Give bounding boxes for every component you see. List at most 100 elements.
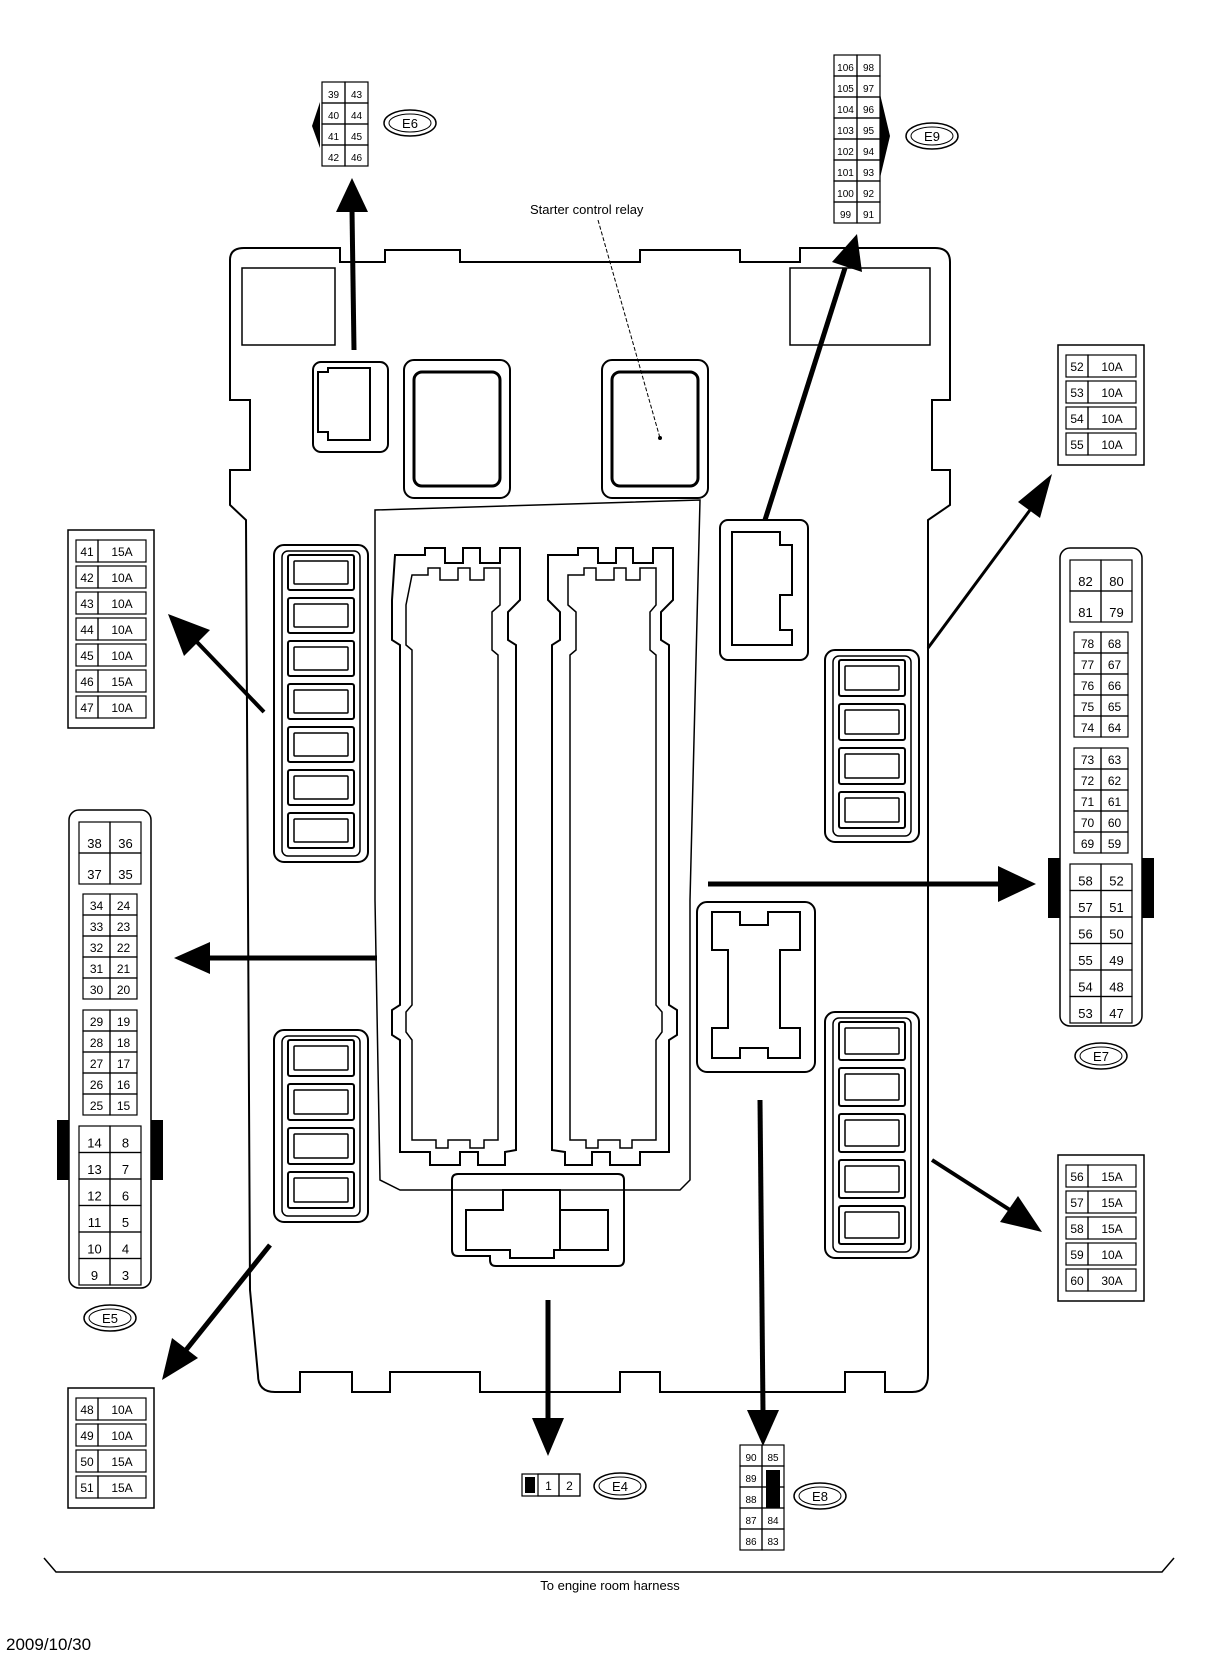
- fuse-rating: 10A: [111, 623, 132, 637]
- fuse-slot: [838, 1067, 906, 1107]
- fuse-block-body: [229, 247, 951, 1393]
- connector-pin: 97: [856, 75, 881, 98]
- connector-id-oval: [905, 122, 959, 150]
- pin-number: 77: [1081, 658, 1095, 672]
- pin-number: 73: [1081, 753, 1095, 767]
- connector-pin: 6: [109, 1178, 142, 1207]
- connector-pin: 99: [833, 201, 858, 224]
- pin-number: 65: [1108, 700, 1122, 714]
- connector-pin: 48: [1100, 969, 1133, 998]
- pin-number: 99: [840, 210, 852, 221]
- fuse-rating: 10A: [111, 571, 132, 585]
- connector-pin: 88: [739, 1486, 763, 1509]
- arrow-to-right-top-table: [926, 474, 1052, 649]
- connector-id: E7: [1093, 1049, 1109, 1064]
- fuse-rating: 10A: [111, 649, 132, 663]
- connector-pin: 82: [1069, 559, 1102, 592]
- pin-number: 22: [117, 941, 131, 955]
- connector-pin: 67: [1100, 652, 1129, 675]
- connector-pin: 3: [109, 1257, 142, 1286]
- pin-number: 23: [117, 920, 131, 934]
- fuse-number: 51: [80, 1481, 94, 1495]
- fuse-number: 42: [80, 571, 94, 585]
- connector-latch-right: [151, 1120, 163, 1180]
- connector-pin: 74: [1073, 715, 1102, 738]
- arrow-to-e9: [762, 234, 862, 521]
- fuse-slot: [838, 747, 906, 785]
- arrow-to-e4: [532, 1300, 564, 1456]
- connector-pin: 106: [833, 54, 858, 77]
- pin-number: 42: [328, 153, 340, 164]
- fuse-slot: [287, 1127, 355, 1165]
- pin-number: 10: [87, 1242, 101, 1257]
- engine-room-harness-bracket: [43, 1557, 1175, 1573]
- pin-number: 98: [863, 63, 875, 74]
- pin-number: 38: [87, 836, 101, 851]
- connector-pin: 57: [1069, 889, 1102, 918]
- pin-number: 9: [91, 1268, 98, 1283]
- fuse-rating: 10A: [1101, 412, 1122, 426]
- connector-pin: 37: [78, 852, 111, 885]
- fuse-number: 55: [1070, 438, 1084, 452]
- connector-pin: 11: [78, 1204, 111, 1233]
- connector-pin: 30: [82, 977, 111, 1000]
- pin-number: 68: [1108, 637, 1122, 651]
- connector-pin: 77: [1073, 652, 1102, 675]
- pin-number: 11: [88, 1215, 102, 1230]
- pin-number: 86: [745, 1537, 757, 1548]
- pin-number: 62: [1108, 774, 1122, 788]
- pin-number: 48: [1109, 980, 1123, 995]
- connector-pin: 101: [833, 159, 858, 182]
- pin-number: 8: [122, 1136, 129, 1151]
- pin-number: 58: [1078, 874, 1092, 889]
- pin-number: 78: [1081, 637, 1095, 651]
- connector-id-oval: [83, 1304, 137, 1332]
- connector-pin: 58: [1069, 863, 1102, 892]
- connector-pin: 29: [82, 1009, 111, 1032]
- connector-pin: 85: [761, 1444, 785, 1467]
- pin-number: 66: [1108, 679, 1122, 693]
- starter-label-leader-dot: [658, 436, 662, 440]
- connector-housing: [1059, 547, 1143, 1027]
- relay-slot-left: [403, 359, 511, 499]
- fuse-slot: [287, 726, 355, 763]
- fuse-rating: 15A: [111, 545, 132, 559]
- pin-number: 106: [837, 63, 854, 74]
- fuse-rating: 10A: [1101, 360, 1122, 374]
- pin-number: 12: [87, 1189, 101, 1204]
- connector-pin: 27: [82, 1051, 111, 1074]
- arrow-to-e5: [174, 942, 377, 974]
- pin-number: 55: [1078, 953, 1092, 968]
- fuse-rating: 10A: [1101, 438, 1122, 452]
- connector-pin: 90: [739, 1444, 763, 1467]
- connector-pin: 103: [833, 117, 858, 140]
- connector-key: [766, 1470, 780, 1508]
- connector-pin: 102: [833, 138, 858, 161]
- pin-number: 13: [87, 1162, 101, 1177]
- pin-number: 3: [122, 1268, 129, 1283]
- pin-number: 71: [1081, 795, 1095, 809]
- pin-number: 21: [117, 962, 131, 976]
- connector-pin: 104: [833, 96, 858, 119]
- fuse-number: 41: [80, 545, 94, 559]
- connector-pin: 79: [1100, 590, 1133, 623]
- connector-pin: 63: [1100, 747, 1129, 770]
- connector-pin: 60: [1100, 810, 1129, 833]
- pin-number: 45: [351, 132, 363, 143]
- fuse-slot: [287, 597, 355, 634]
- connector-pin: 24: [109, 893, 138, 916]
- connector-pin: 68: [1100, 631, 1129, 654]
- connector-pin: 41: [321, 123, 346, 146]
- pin-number: 53: [1078, 1006, 1092, 1021]
- pin-number: 46: [351, 153, 363, 164]
- connector-pin: 10: [78, 1231, 111, 1260]
- connector-pin: 35: [109, 852, 142, 885]
- bottom-connector-housing: [451, 1173, 625, 1267]
